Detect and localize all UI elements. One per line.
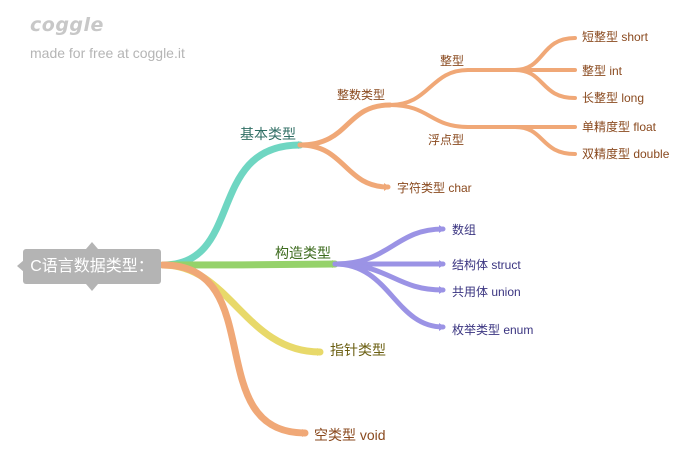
root-handle-top[interactable] [86,242,98,249]
branch-float-double [513,125,577,156]
branch-root-basic [159,141,304,269]
branch-int-short [513,36,577,72]
arrow-array [439,225,445,233]
branch-basic-intgroup [297,102,393,148]
branch-int-long [513,68,577,100]
coggle-logo: coggle [30,14,104,36]
node-single-float[interactable]: 单精度型 float [582,120,657,134]
node-short[interactable]: 短整型 short [582,30,649,44]
branch-root-construct [159,260,339,269]
node-struct[interactable]: 结构体 struct [452,258,521,272]
arrow-enum [439,323,445,331]
node-union[interactable]: 共用体 union [452,285,521,299]
node-char[interactable]: 字符类型 char [397,181,472,195]
node-pointer-types[interactable]: 指针类型 [330,342,386,358]
arrow-void [302,429,308,437]
node-int-int[interactable]: 整型 int [582,64,623,78]
branch-construct-array [332,226,446,267]
node-void[interactable]: 空类型 void [314,427,386,443]
branch-intgroup-int [388,68,470,107]
root-node[interactable]: C语言数据类型： [23,249,161,284]
node-float[interactable]: 浮点型 [428,133,465,147]
node-enum[interactable]: 枚举类型 enum [452,323,534,337]
root-handle-bottom[interactable] [86,284,98,291]
node-construct-types[interactable]: 构造类型 [275,245,331,261]
node-long[interactable]: 长整型 long [582,91,645,105]
watermark-tagline: made for free at coggle.it [30,45,185,61]
node-int[interactable]: 整型 [440,54,465,68]
branch-root-void [159,261,309,437]
node-basic-types[interactable]: 基本类型 [240,126,296,142]
arrow-char [384,183,390,191]
arrow-struct [439,260,445,268]
node-integer-types[interactable]: 整数类型 [337,88,386,102]
arrow-union [439,286,445,294]
node-double[interactable]: 双精度型 double [582,147,670,161]
arrow-pointer [317,348,323,356]
branch-basic-char [297,142,391,190]
branch-intgroup-float [388,103,470,129]
node-array[interactable]: 数组 [452,223,477,237]
root-handle-left[interactable] [17,260,24,272]
branch-construct-enum [332,261,446,330]
branch-root-pointer [159,261,324,356]
